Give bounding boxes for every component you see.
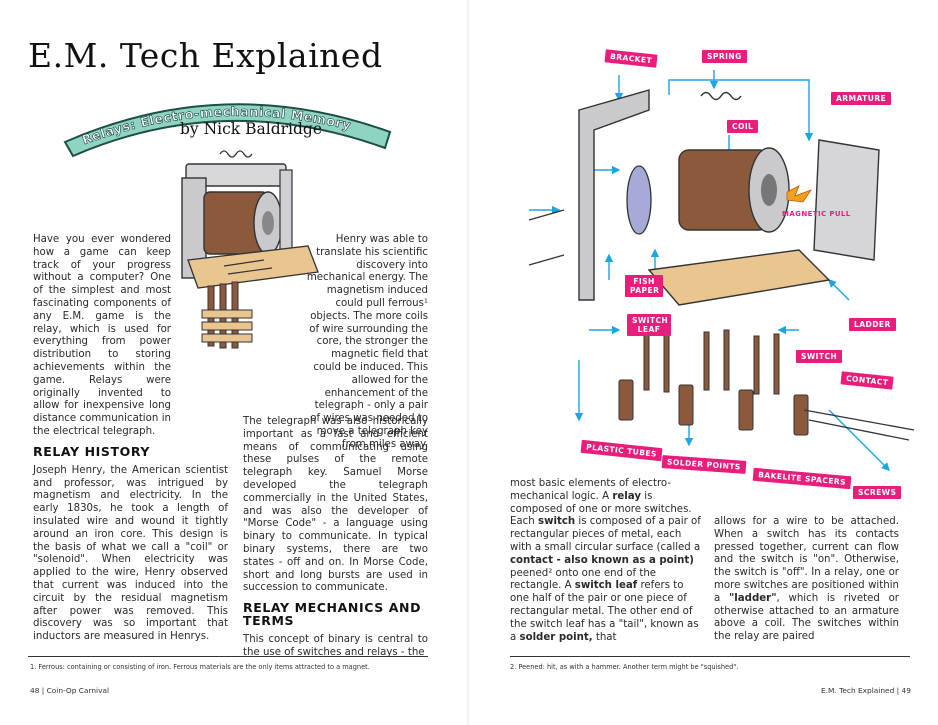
history-heading: RELAY HISTORY: [33, 444, 151, 459]
right-page: BRACKET SPRING ARMATURE COIL MAGNETIC PU…: [469, 0, 938, 725]
folio-title-right: E.M. Tech Explained: [821, 686, 895, 695]
fish-paper-part: [626, 165, 652, 235]
folio-title-left: Coin-Op Carnival: [46, 686, 110, 695]
label-coil: COIL: [727, 120, 759, 133]
telegraph-text: The telegraph was also historically impo…: [243, 416, 428, 594]
folio-right: E.M. Tech Explained | 49: [821, 686, 911, 695]
exploded-diagram: [528, 70, 915, 471]
page-number-right: 49: [901, 686, 911, 695]
history-column: RELAY HISTORY Joseph Henry, the American…: [33, 440, 228, 651]
right-column-1: most basic elements of electro-mechanica…: [510, 478, 704, 651]
footnote-1: 1. Ferrous: containing or consisting of …: [30, 663, 370, 671]
col1-lead: most basic elements of electro-mechanica…: [510, 478, 672, 502]
bracket-part: [578, 89, 650, 301]
armature-part: [813, 139, 880, 261]
term-solder-point: solder point,: [519, 631, 593, 643]
left-page: E.M. Tech Explained Relays: Electro-mech…: [28, 36, 428, 695]
col1-after-relay: is composed of one or more switches. Eac…: [510, 490, 692, 528]
term-contact: contact - also known as a point): [510, 554, 694, 566]
mechanics-heading: RELAY MECHANICS AND TERMS: [243, 600, 422, 628]
bakelite-spacers: [618, 379, 809, 436]
intro-right-column: Henry was able to translate his scientif…: [238, 234, 428, 459]
page-title: E.M. Tech Explained: [28, 36, 383, 75]
col1-after-switch: is composed of a pair of rectangular pie…: [510, 516, 701, 553]
intro-left-text: Have you ever wondered how a game can ke…: [33, 234, 171, 437]
switch-leaves: [643, 327, 780, 395]
ladder-part: [647, 249, 831, 306]
mechanics-text: This concept of binary is central to the…: [243, 633, 428, 658]
spring-part: [700, 91, 742, 101]
label-fish-paper: FISH PAPER: [625, 275, 663, 297]
term-ladder: "ladder": [729, 592, 777, 604]
label-switch: SWITCH: [796, 350, 843, 363]
folio-left: 48 | Coin-Op Carnival: [30, 686, 109, 695]
term-relay: relay: [612, 490, 641, 502]
page-number-left: 48: [30, 686, 40, 695]
col2-text2: , which is riveted or otherwise attached…: [714, 592, 899, 643]
folio-separator-left: |: [41, 686, 47, 695]
telegraph-column: The telegraph was also historically impo…: [243, 416, 428, 666]
history-text: Joseph Henry, the American scientist and…: [33, 464, 228, 643]
col1-after-leaf: refers to one half of the pair or one pi…: [510, 580, 699, 643]
right-col2-text: allows for a wire to be attached. When a…: [714, 516, 899, 644]
label-screws: SCREWS: [853, 486, 902, 499]
intro-right-text: Henry was able to translate his scientif…: [306, 234, 428, 450]
spring: [219, 150, 253, 158]
footnote-rule: [28, 656, 428, 657]
right-column-2: allows for a wire to be attached. When a…: [714, 516, 899, 651]
label-switch-leaf: SWITCH LEAF: [627, 314, 671, 336]
relay-illustration: [181, 150, 319, 349]
label-ladder: LADDER: [849, 318, 896, 331]
folio-separator-right: |: [896, 686, 902, 695]
footnote-2: 2. Peened: hit, as with a hammer. Anothe…: [510, 663, 739, 671]
label-magnetic-pull: MAGNETIC PULL: [782, 210, 851, 218]
byline: by Nick Baldridge: [180, 120, 323, 138]
intro-left-column: Have you ever wondered how a game can ke…: [33, 234, 171, 446]
col2-text1: allows for a wire to be attached. When a…: [714, 516, 899, 604]
magnetic-pull-burst: [786, 185, 813, 203]
term-switch-leaf: switch leaf: [574, 580, 638, 592]
footnote-rule-right: [510, 656, 910, 657]
term-switch: switch: [538, 516, 576, 528]
label-spring: SPRING: [702, 50, 747, 63]
screws-part: [528, 209, 915, 441]
label-armature: ARMATURE: [831, 92, 892, 105]
banner: Relays: Electro-mechanical Memory: [63, 103, 392, 158]
col1-after-contact: peened² onto one end of the rectangle. A: [510, 567, 657, 592]
right-col1-text: most basic elements of electro-mechanica…: [510, 478, 704, 644]
col1-after-solder: that: [595, 631, 617, 643]
